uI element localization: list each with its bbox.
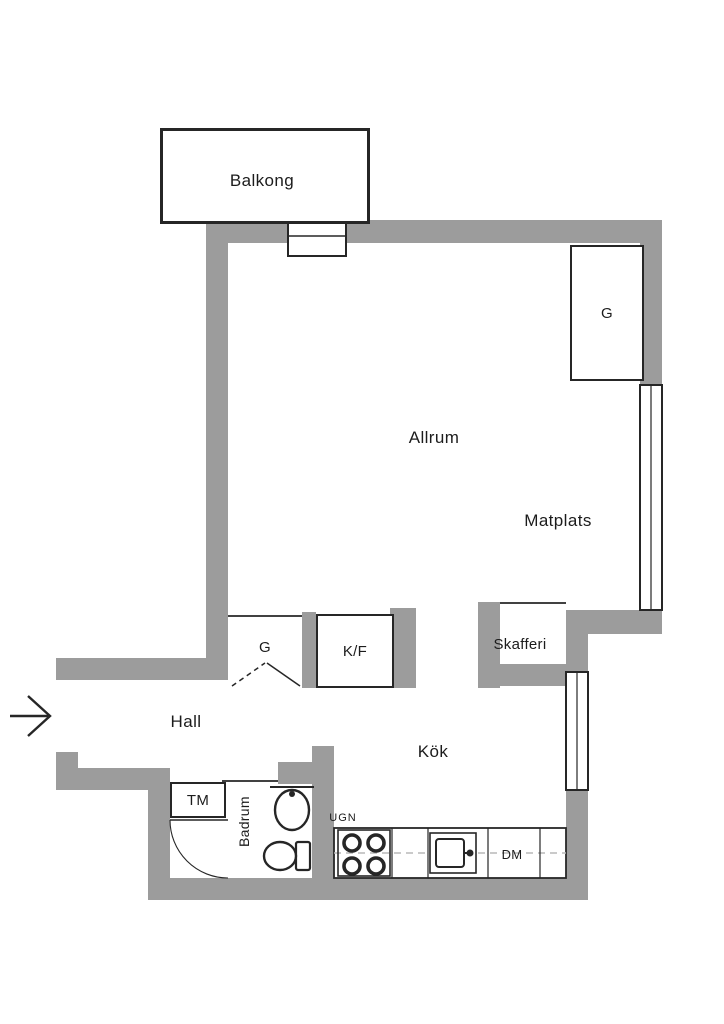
wall-kf-left-stub [302, 612, 316, 688]
window-kitchen-east [565, 671, 589, 791]
wall-southeast-step [566, 610, 662, 634]
oven-label: UGN [329, 812, 357, 824]
stove-outline [337, 829, 391, 877]
door-swing-arc [169, 819, 229, 879]
toilet-cistern [294, 840, 312, 872]
wardrobe-hall-label: G [259, 639, 271, 656]
room-label-balcony: Balkong [229, 171, 295, 190]
room-label-living: Allrum [408, 428, 460, 447]
wall-bath-top-stub [278, 762, 334, 784]
toilet-bowl [262, 840, 298, 872]
sink-basin [273, 788, 311, 832]
room-label-kitchen: Kök [417, 742, 449, 761]
wall-bath-left [148, 768, 170, 878]
wardrobe-living-box: G [570, 245, 644, 381]
wardrobe-living-label: G [601, 304, 613, 322]
window-living-east [639, 384, 663, 611]
room-label-hall: Hall [170, 712, 202, 731]
faucet-base [466, 849, 474, 857]
room-label-dining: Matplats [524, 511, 592, 530]
sink-bowl [435, 838, 465, 868]
washing-machine-box: TM [170, 782, 226, 818]
closet-door-right [266, 662, 301, 687]
closet-door-left [231, 662, 266, 687]
wall-right-upper [640, 243, 662, 385]
burner-3 [342, 856, 362, 876]
washing-machine-label: TM [186, 791, 210, 809]
wall-hall-top [56, 658, 228, 680]
dishwasher-label: DM [501, 847, 523, 862]
wall-pantry-left [478, 602, 500, 688]
stove [337, 829, 391, 877]
fridge-freezer-label: K/F [342, 642, 368, 660]
wall-hall-bottom [56, 768, 148, 790]
balcony-outline [160, 128, 370, 224]
fridge-freezer-box: K/F [316, 614, 394, 688]
entrance-arrow [10, 695, 52, 737]
bathroom-sink [270, 786, 314, 832]
burner-1 [342, 833, 362, 853]
sink-tap [289, 791, 295, 797]
room-label-bathroom: Badrum [236, 796, 252, 848]
burner-4 [366, 856, 386, 876]
wall-left-living [206, 243, 228, 680]
hall-closet-doors [228, 615, 302, 687]
room-label-pantry: Skafferi [493, 636, 547, 653]
wall-bottom [148, 878, 588, 900]
toilet [262, 840, 312, 872]
burner-2 [366, 833, 386, 853]
bathroom-door [169, 819, 229, 879]
wall-entry-jamb [56, 752, 78, 768]
kitchen-sink [429, 832, 477, 874]
arrow-head [27, 695, 52, 737]
wall-kf-right-block [390, 608, 416, 688]
